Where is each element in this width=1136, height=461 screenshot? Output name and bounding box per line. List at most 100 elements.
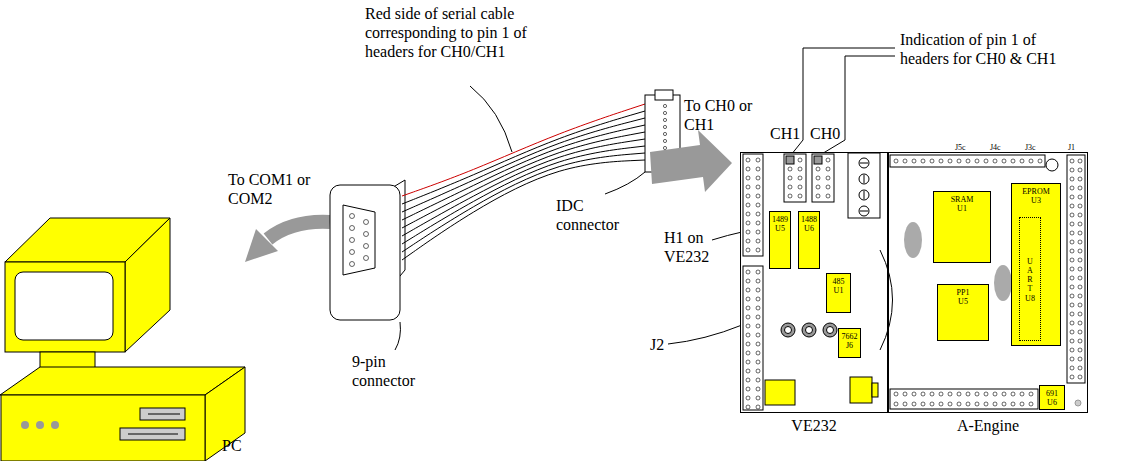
part-ref: U1 — [834, 286, 844, 295]
circuit-board: A-EngineSRAMU1EPROMU3UARTU8PP1U5691U6 — [888, 152, 1088, 413]
pin — [756, 167, 760, 171]
pin — [756, 360, 760, 364]
idc-latch — [655, 90, 673, 100]
pin — [930, 392, 934, 396]
pin — [1078, 375, 1082, 379]
led — [781, 323, 795, 337]
pin — [894, 392, 898, 396]
pin — [756, 324, 760, 328]
led — [806, 327, 813, 334]
pin — [816, 185, 820, 189]
pin — [756, 248, 760, 252]
pin — [746, 239, 750, 243]
part-ref: U6 — [804, 224, 814, 233]
pin — [746, 221, 750, 225]
ribbon-wire — [402, 153, 645, 252]
part-name: PP1 — [957, 288, 970, 297]
pin — [1078, 159, 1082, 163]
pin — [966, 159, 970, 163]
monitor-side — [125, 218, 170, 352]
pin — [756, 194, 760, 198]
pc-button — [36, 421, 44, 429]
part-name: SRAM — [951, 195, 974, 204]
pin — [663, 111, 666, 114]
pin — [975, 402, 979, 406]
pin — [746, 387, 750, 391]
part-name: EPROM — [1022, 187, 1050, 196]
pin — [746, 176, 750, 180]
pin — [957, 159, 961, 163]
header-ch0 — [812, 154, 834, 202]
pin — [788, 185, 792, 189]
pin — [921, 159, 925, 163]
pin — [993, 159, 997, 163]
connector-pins — [350, 214, 369, 267]
pin — [798, 176, 802, 180]
pin — [746, 378, 750, 382]
pin — [1002, 159, 1006, 163]
header-name: J3c — [1025, 143, 1036, 152]
pin — [1070, 177, 1074, 181]
pin — [756, 387, 760, 391]
pin — [663, 146, 666, 149]
led — [785, 327, 792, 334]
ic-chip: 1489U5 — [769, 211, 791, 269]
pin — [1070, 222, 1074, 226]
monitor-screen — [15, 272, 113, 340]
pin — [756, 158, 760, 162]
pin — [798, 185, 802, 189]
pin — [1078, 213, 1082, 217]
pin — [1078, 303, 1082, 307]
pin — [1078, 240, 1082, 244]
pin — [816, 167, 820, 171]
pin — [746, 203, 750, 207]
pin — [746, 194, 750, 198]
pin — [798, 167, 802, 171]
floppy-drive — [140, 408, 185, 420]
callout-label: Indication of pin 1 of headers for CH0 &… — [900, 30, 1085, 68]
ribbon-wire — [402, 146, 645, 244]
pin — [663, 132, 666, 135]
connector-shell — [330, 185, 400, 320]
pin — [364, 256, 369, 261]
pin — [798, 194, 802, 198]
pin1-mark — [814, 156, 822, 164]
pin — [1070, 240, 1074, 244]
pin — [1070, 366, 1074, 370]
pin — [350, 214, 355, 219]
part-ref: U3 — [1031, 196, 1041, 205]
pin — [1078, 366, 1082, 370]
pin — [756, 306, 760, 310]
pin — [663, 125, 666, 128]
pin — [756, 396, 760, 400]
pin — [756, 378, 760, 382]
pin — [756, 297, 760, 301]
pin — [1070, 231, 1074, 235]
pin — [826, 185, 830, 189]
pin — [1020, 402, 1024, 406]
pin — [1078, 177, 1082, 181]
pin1-mark — [786, 156, 794, 164]
pin — [894, 159, 898, 163]
board-parts — [743, 153, 1085, 410]
pin — [957, 392, 961, 396]
leader-line — [470, 86, 512, 152]
pin — [1020, 159, 1024, 163]
terminal-screw — [859, 158, 869, 168]
monitor-front — [5, 262, 125, 352]
part-ref: U1 — [957, 204, 967, 213]
header-name: J4c — [990, 143, 1001, 152]
pin — [939, 392, 943, 396]
pin — [948, 402, 952, 406]
pin — [756, 315, 760, 319]
pin — [756, 288, 760, 292]
pc-monitor — [5, 218, 170, 370]
pin — [756, 212, 760, 216]
base-top — [0, 367, 245, 395]
pin — [921, 402, 925, 406]
leader-line — [395, 322, 400, 350]
pin — [350, 262, 355, 267]
screw-slot — [860, 211, 868, 212]
power-jack — [765, 380, 795, 405]
pin — [350, 250, 355, 255]
